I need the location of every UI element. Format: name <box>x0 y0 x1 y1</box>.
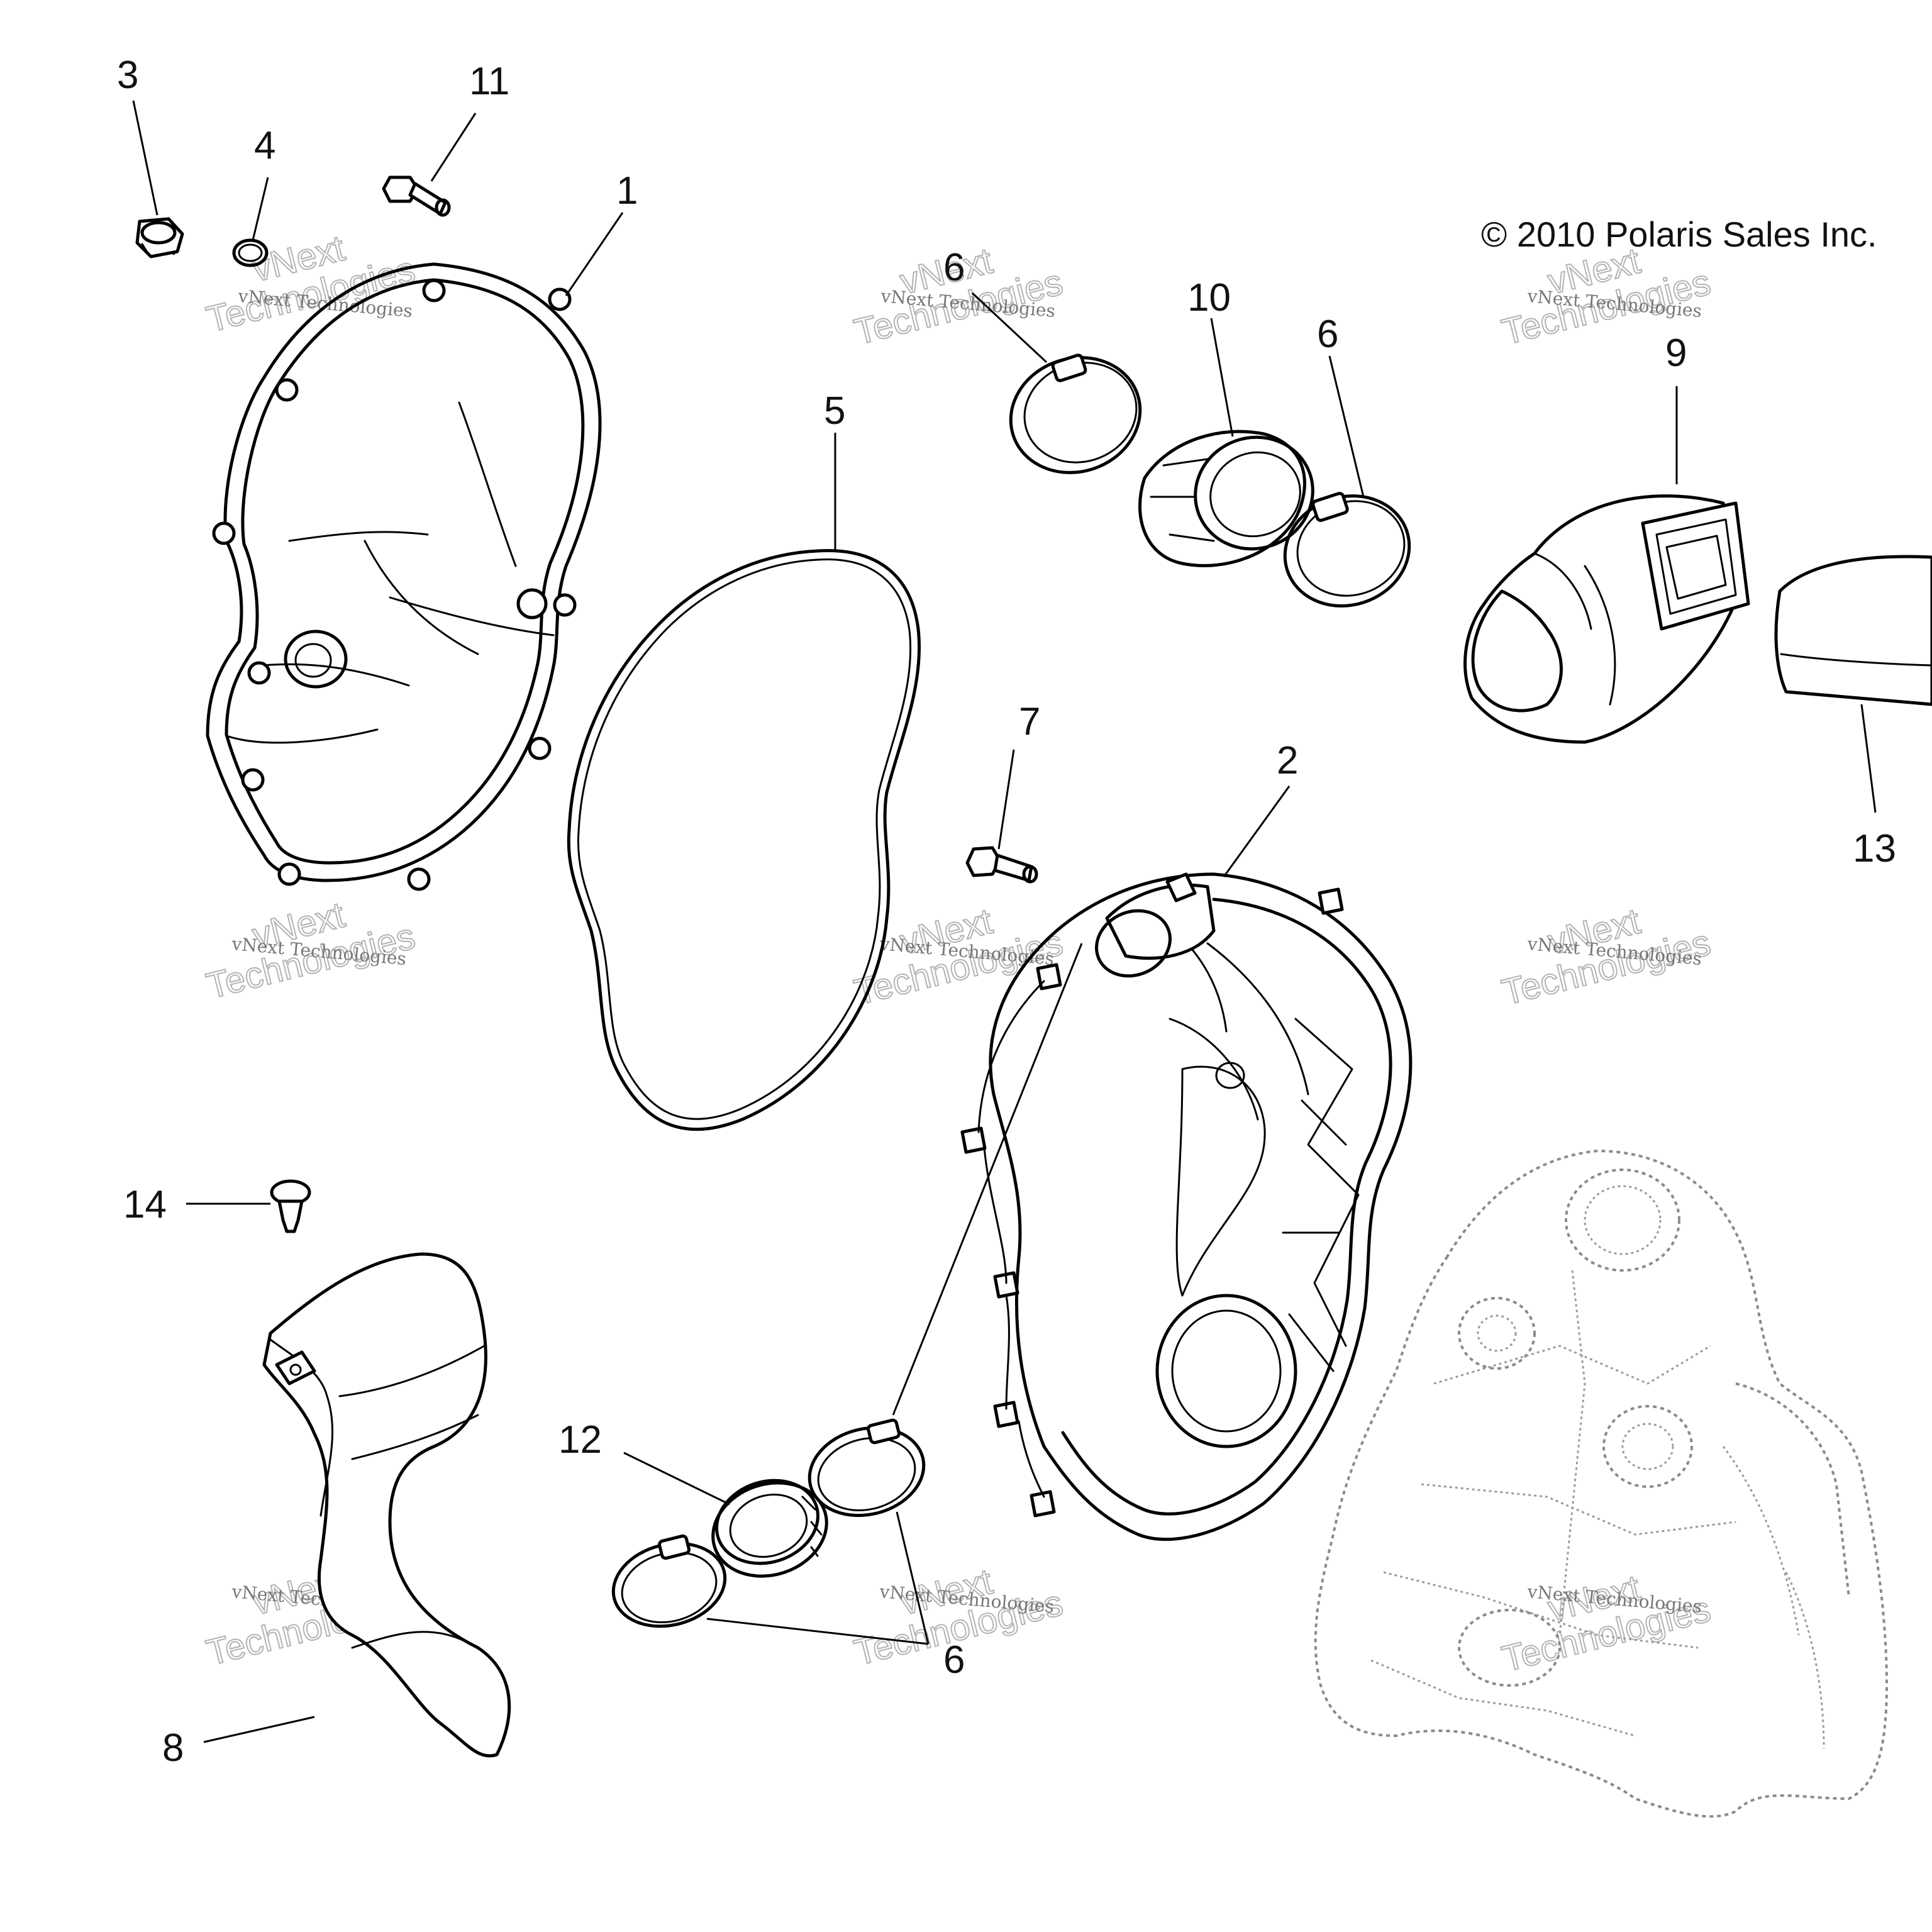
part-12-clamp-collar <box>711 1479 828 1578</box>
part-4-o-ring <box>232 238 269 267</box>
callout-7: 7 <box>1019 700 1040 743</box>
callout-6-upper-right: 6 <box>1317 313 1338 356</box>
part-10-duct-coupler <box>1138 430 1314 567</box>
copyright-notice: © 2010 Polaris Sales Inc. <box>1481 214 1877 254</box>
watermarks: vNext Technologies vNext Technologies vN… <box>202 227 1715 1680</box>
part-2-inner-clutch-cover <box>960 872 1413 1541</box>
callout-labels: 3 4 11 1 5 6 10 6 9 13 7 2 14 12 6 8 <box>117 53 1896 1770</box>
part-6-clamp-upper-right <box>1283 492 1411 608</box>
part-6-clamp-lower-left <box>611 1534 727 1628</box>
leader-lines <box>132 100 1877 1743</box>
callout-8: 8 <box>162 1726 184 1770</box>
callout-5: 5 <box>824 389 845 433</box>
callout-13: 13 <box>1853 827 1896 870</box>
callout-14: 14 <box>123 1183 167 1226</box>
callout-9: 9 <box>1665 331 1687 375</box>
part-1-outer-clutch-cover <box>206 262 602 891</box>
part-7-bolt <box>965 846 1038 884</box>
part-14-push-rivet <box>270 1179 311 1233</box>
callout-2: 2 <box>1277 739 1298 782</box>
callout-10: 10 <box>1187 276 1231 319</box>
part-6-clamp-upper-left <box>1009 353 1142 474</box>
callout-4: 4 <box>254 124 275 167</box>
part-8-lower-duct <box>262 1252 511 1758</box>
callout-6-upper-left: 6 <box>943 246 965 289</box>
part-5-gasket <box>567 549 921 1131</box>
watermark-top-left: vNext Technologies <box>202 227 419 341</box>
part-3-plug <box>135 217 184 258</box>
part-11-bolt <box>382 175 451 217</box>
callout-6-lower: 6 <box>943 1638 965 1682</box>
part-6-clamp-lower-right <box>808 1418 926 1518</box>
callout-11: 11 <box>469 60 509 103</box>
part-13-duct-end <box>1774 555 1932 706</box>
callout-3: 3 <box>117 53 138 97</box>
callout-12: 12 <box>558 1418 602 1462</box>
watermark-bottom-right: vNext Technologies <box>1497 1567 1715 1680</box>
engine-reference-drawing <box>1314 1150 1888 1818</box>
callout-1: 1 <box>616 169 638 213</box>
part-9-elbow-duct <box>1463 494 1750 744</box>
